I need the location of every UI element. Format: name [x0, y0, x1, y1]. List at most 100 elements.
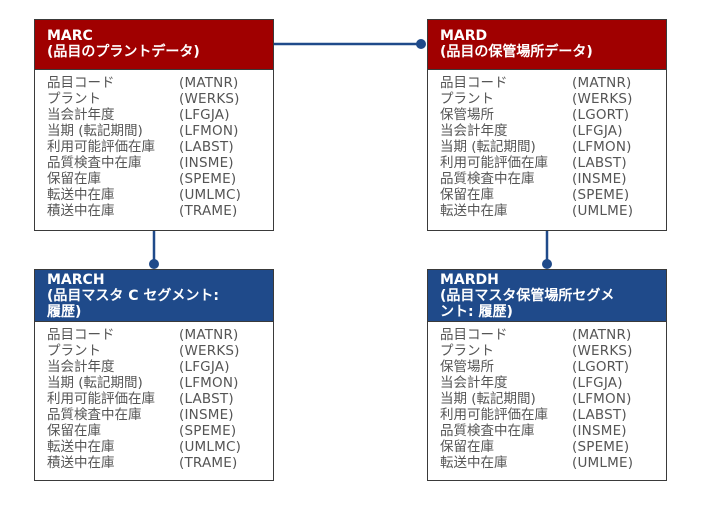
field-code: (UMLME) [572, 455, 634, 471]
field-row: 利用可能評価在庫(LABST) [440, 155, 666, 171]
entity-title: MARCH [47, 272, 105, 288]
field-code: (LFGJA) [179, 359, 230, 375]
field-name: 品目コード [440, 327, 508, 343]
field-name: 積送中在庫 [47, 455, 115, 471]
field-name: 品質検査中在庫 [440, 423, 535, 439]
field-code: (MATNR) [179, 75, 239, 91]
field-code: (LABST) [179, 391, 234, 407]
field-name: 利用可能評価在庫 [440, 407, 548, 423]
field-code: (LABST) [179, 139, 234, 155]
field-row: 転送中在庫(UMLMC) [47, 439, 273, 455]
entity-subtitle: (品目マスタ C セグメント: [47, 288, 220, 304]
field-row: 転送中在庫 (UMLME) [440, 455, 666, 471]
connector-endpoint-dot [542, 259, 552, 269]
field-list: 品目コード (MATNR) プラント (WERKS) 保管場所 (LGORT) 当会計… [428, 322, 666, 475]
field-row: プラント (WERKS) [440, 343, 666, 359]
field-row: 品目コード(MATNR) [47, 75, 273, 91]
field-name: 品目コード [440, 75, 508, 91]
field-code: (UMLME) [572, 203, 634, 219]
field-name: 転送中在庫 [47, 187, 115, 203]
field-name: 転送中在庫 [440, 455, 508, 471]
entity-mard: MARD (品目の保管場所データ) 品目コード(MATNR) プラント(WERK… [427, 19, 667, 231]
field-row: 利用可能評価在庫 (LABST) [47, 391, 273, 407]
field-name: 当会計年度 [440, 375, 508, 391]
field-code: (LABST) [572, 155, 627, 171]
field-code: (LFGJA) [572, 375, 623, 391]
field-code: (MATNR) [572, 327, 632, 343]
field-name: 利用可能評価在庫 [47, 391, 155, 407]
field-code: (LFMON) [179, 375, 239, 391]
field-row: 当期 (転記期間) (LFMON) [47, 123, 273, 139]
entity-mardh: MARDH (品目マスタ保管場所セグメ ント: 履歴) 品目コード (MATNR)… [427, 269, 667, 481]
field-code: (INSME) [572, 171, 627, 187]
entity-subtitle: (品目のプラントデータ) [47, 44, 200, 60]
field-list: 品目コード (MATNR) プラント(WERKS) 当会計年度(LFGJA) 当期… [35, 322, 273, 475]
field-row: 保留在庫(SPEME) [47, 171, 273, 187]
field-name: 転送中在庫 [47, 439, 115, 455]
field-name: 品目コード [47, 327, 115, 343]
field-code: (LGORT) [572, 107, 630, 123]
field-row: プラント(WERKS) [440, 91, 666, 107]
field-name: 当期 (転記期間) [440, 391, 536, 407]
field-name: 当期 (転記期間) [47, 375, 143, 391]
field-row: 品目コード (MATNR) [47, 327, 273, 343]
field-code: (LFGJA) [179, 107, 230, 123]
entity-subtitle: 履歴) [47, 304, 82, 320]
field-row: プラント (WERKS) [47, 91, 273, 107]
field-code: (LGORT) [572, 359, 630, 375]
field-code: (INSME) [179, 407, 234, 423]
field-row: 品目コード (MATNR) [440, 327, 666, 343]
field-list: 品目コード(MATNR) プラント (WERKS) 当会計年度 (LFGJA) 当期… [35, 70, 273, 223]
connector-marc-march [149, 231, 159, 269]
entity-subtitle: (品目マスタ保管場所セグメ [440, 288, 615, 304]
field-code: (WERKS) [179, 91, 240, 107]
field-row: 転送中在庫(UMLMC) [47, 187, 273, 203]
entity-subtitle: (品目の保管場所データ) [440, 44, 593, 60]
field-row: 当期 (転記期間)(LFMON) [440, 391, 666, 407]
entity-title: MARD [440, 28, 488, 44]
field-row: 利用可能評価在庫(LABST) [440, 407, 666, 423]
field-name: プラント [440, 343, 494, 359]
entity-march: MARCH (品目マスタ C セグメント: 履歴) 品目コード (MATNR) プ… [34, 269, 274, 481]
field-code: (LFMON) [179, 123, 239, 139]
field-code: (INSME) [572, 423, 627, 439]
field-code: (WERKS) [179, 343, 240, 359]
entity-marc: MARC (品目のプラントデータ) 品目コード(MATNR) プラント (WERK… [34, 19, 274, 231]
field-row: 品質検査中在庫 (INSME) [440, 171, 666, 187]
field-name: プラント [47, 91, 101, 107]
field-code: (INSME) [179, 155, 234, 171]
field-name: 品質検査中在庫 [440, 171, 535, 187]
field-name: 保管場所 [440, 359, 494, 375]
field-name: 転送中在庫 [440, 203, 508, 219]
field-code: (MATNR) [179, 327, 239, 343]
field-row: 品目コード(MATNR) [440, 75, 666, 91]
field-name: 保留在庫 [440, 439, 494, 455]
field-row: 当会計年度 (LFGJA) [440, 375, 666, 391]
field-row: 当会計年度 (LFGJA) [440, 123, 666, 139]
field-code: (SPEME) [179, 423, 237, 439]
connector-endpoint-dot [416, 39, 426, 49]
field-row: プラント(WERKS) [47, 343, 273, 359]
field-row: 品質検査中在庫(INSME) [47, 155, 273, 171]
field-row: 積送中在庫 (TRAME) [47, 455, 273, 471]
field-row: 当会計年度(LFGJA) [47, 359, 273, 375]
field-name: 当会計年度 [440, 123, 508, 139]
entity-header: MARC (品目のプラントデータ) [35, 20, 273, 70]
field-name: 品質検査中在庫 [47, 407, 142, 423]
field-name: プラント [440, 91, 494, 107]
field-name: 利用可能評価在庫 [47, 139, 155, 155]
field-code: (LFGJA) [572, 123, 623, 139]
field-code: (TRAME) [179, 455, 238, 471]
field-code: (WERKS) [572, 343, 633, 359]
field-name: 保留在庫 [47, 171, 101, 187]
field-code: (SPEME) [572, 439, 630, 455]
field-row: 保留在庫(SPEME) [47, 423, 273, 439]
field-name: 積送中在庫 [47, 203, 115, 219]
entity-title: MARDH [440, 272, 499, 288]
field-name: 当期 (転記期間) [47, 123, 143, 139]
field-row: 品質検査中在庫 (INSME) [47, 407, 273, 423]
entity-header: MARCH (品目マスタ C セグメント: 履歴) [35, 270, 273, 322]
entity-header: MARDH (品目マスタ保管場所セグメ ント: 履歴) [428, 270, 666, 322]
field-name: 当会計年度 [47, 107, 115, 123]
